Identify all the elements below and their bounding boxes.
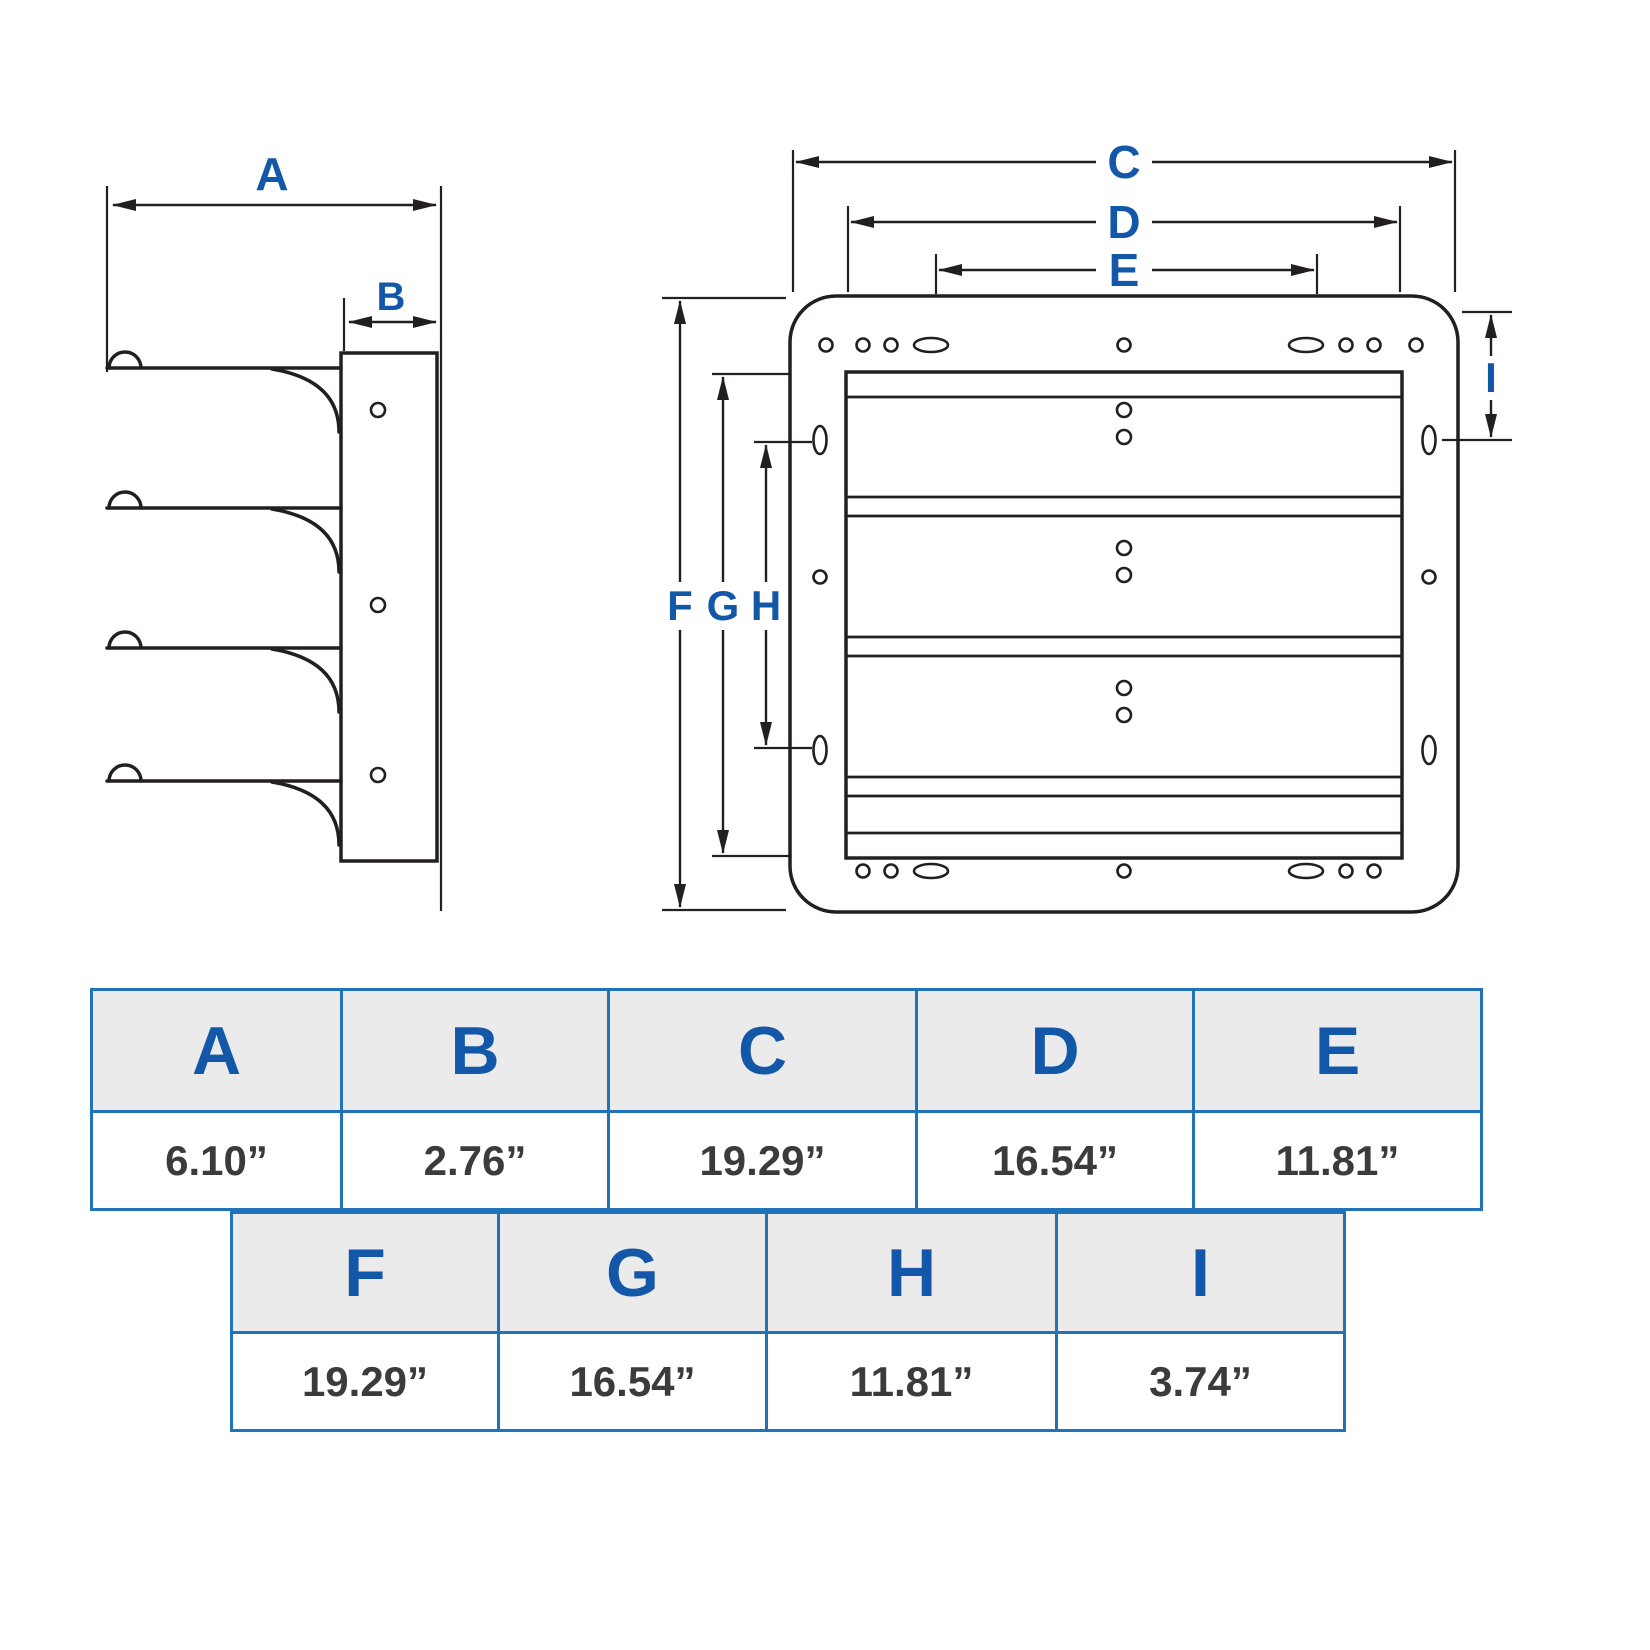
dim-f: F bbox=[662, 296, 786, 912]
spec-header-b: B bbox=[343, 991, 610, 1113]
louver-opening bbox=[844, 370, 1404, 860]
dim-d: D bbox=[846, 196, 1402, 292]
side-view bbox=[105, 350, 439, 863]
spec-header-h: H bbox=[768, 1214, 1058, 1334]
dim-c: C bbox=[791, 136, 1457, 292]
spec-header-a: A bbox=[93, 991, 343, 1113]
dim-label-d: D bbox=[1107, 196, 1140, 248]
louver-blade bbox=[105, 763, 343, 847]
outer-frame bbox=[788, 294, 1460, 914]
shutter-dimension-figure: A B bbox=[105, 136, 1512, 914]
spec-value-h: 11.81” bbox=[768, 1334, 1058, 1429]
dim-label-b: B bbox=[377, 275, 406, 319]
dim-b: B bbox=[342, 275, 437, 351]
spec-header-i: I bbox=[1058, 1214, 1343, 1334]
spec-table-abcde: A B C D E 6.10” 2.76” 19.29” 16.54” 11.8… bbox=[90, 988, 1483, 1211]
dim-label-a: A bbox=[255, 148, 288, 200]
louver-blade bbox=[105, 630, 343, 714]
mount-hole bbox=[369, 596, 387, 614]
spec-header-e: E bbox=[1195, 991, 1480, 1113]
dim-i: I bbox=[1442, 310, 1512, 442]
top-flange-holes bbox=[818, 336, 1424, 354]
dim-label-c: C bbox=[1107, 136, 1140, 188]
dim-h: H bbox=[751, 440, 812, 750]
louver-blade bbox=[105, 490, 343, 574]
dim-e: E bbox=[934, 244, 1319, 296]
spec-value-b: 2.76” bbox=[343, 1113, 610, 1208]
dim-label-e: E bbox=[1109, 244, 1140, 296]
spec-value-i: 3.74” bbox=[1058, 1334, 1343, 1429]
mount-hole bbox=[369, 401, 387, 419]
spec-header-d: D bbox=[918, 991, 1195, 1113]
spec-value-g: 16.54” bbox=[500, 1334, 768, 1429]
dim-label-i: I bbox=[1485, 354, 1497, 401]
spec-value-e: 11.81” bbox=[1195, 1113, 1480, 1208]
side-flange-slots bbox=[812, 424, 1437, 766]
spec-header-c: C bbox=[610, 991, 918, 1113]
spec-header-f: F bbox=[233, 1214, 500, 1334]
blade-rivet-holes bbox=[1115, 401, 1133, 724]
spec-header-g: G bbox=[500, 1214, 768, 1334]
mount-hole bbox=[369, 766, 387, 784]
spec-table-fghi: F G H I 19.29” 16.54” 11.81” 3.74” bbox=[230, 1211, 1346, 1432]
front-view bbox=[788, 294, 1460, 914]
side-flange bbox=[339, 351, 439, 863]
dim-a: A bbox=[105, 148, 443, 911]
dim-label-h: H bbox=[751, 582, 781, 629]
bottom-flange-holes bbox=[855, 862, 1382, 880]
spec-value-c: 19.29” bbox=[610, 1113, 918, 1208]
dim-label-f: F bbox=[667, 582, 693, 629]
spec-value-d: 16.54” bbox=[918, 1113, 1195, 1208]
spec-value-a: 6.10” bbox=[93, 1113, 343, 1208]
spec-value-f: 19.29” bbox=[233, 1334, 500, 1429]
dim-label-g: G bbox=[707, 582, 740, 629]
louver-blade bbox=[105, 350, 343, 434]
dim-g: G bbox=[707, 372, 790, 858]
